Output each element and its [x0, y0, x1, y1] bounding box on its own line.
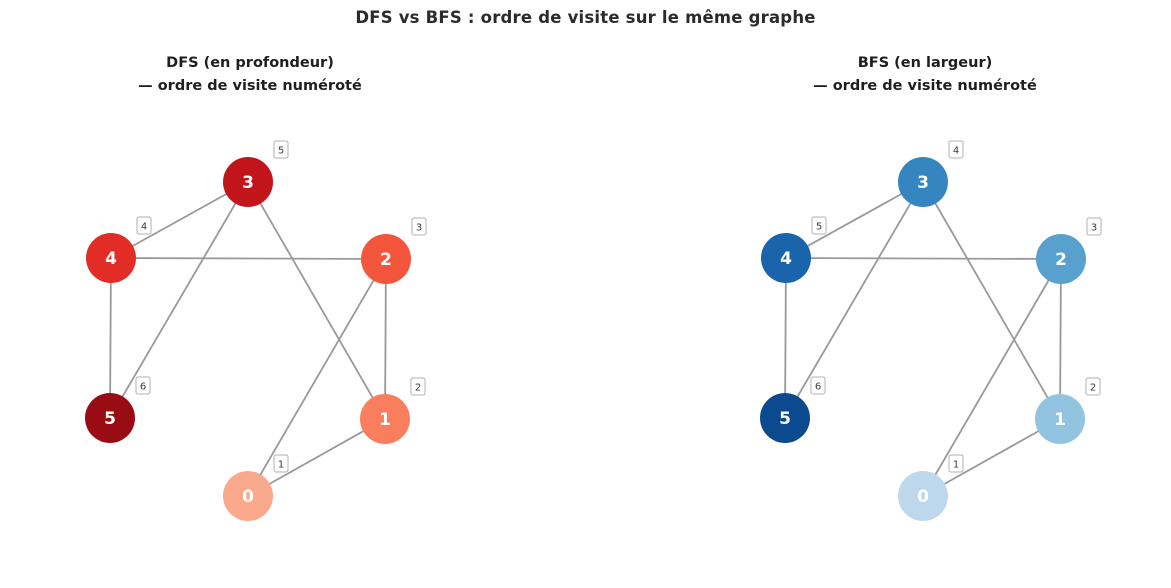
dfs-visit-order-box-0 — [273, 454, 289, 473]
bfs-node-label-0: 0 — [917, 487, 929, 507]
bfs-visit-order-box-3 — [948, 140, 964, 159]
bfs-visit-order-4: 5 — [816, 222, 822, 233]
bfs-node-5 — [760, 393, 810, 443]
dfs-node-label-4: 4 — [105, 249, 117, 269]
bfs-edge-4-5 — [784, 257, 787, 419]
bfs-panel-title: BFS (en largeur) — ordre de visite numér… — [675, 52, 1171, 98]
dfs-node-label-1: 1 — [379, 410, 391, 430]
bfs-edge-1-3 — [922, 181, 1061, 420]
figure-title: DFS vs BFS : ordre de visite sur le même… — [355, 8, 816, 27]
dfs-visit-order-box-5 — [135, 376, 151, 395]
dfs-node-5 — [85, 393, 135, 443]
bfs-graph: 0 1 2 3 4 5 1 2 3 4 5 6 — [760, 140, 1102, 521]
dfs-edge-2-4 — [110, 257, 387, 260]
dfs-node-label-5: 5 — [104, 409, 116, 429]
dfs-edge-1-2 — [384, 258, 387, 420]
dfs-panel-title-line2: — ordre de visite numéroté — [138, 78, 362, 94]
bfs-edge-0-2 — [922, 258, 1062, 497]
bfs-node-0 — [898, 471, 948, 521]
bfs-visit-order-3: 4 — [953, 146, 959, 157]
dfs-node-label-0: 0 — [242, 487, 254, 507]
bfs-node-4 — [761, 233, 811, 283]
dfs-node-1 — [360, 394, 410, 444]
bfs-edge-2-4 — [785, 257, 1062, 260]
dfs-visit-order-box-1 — [410, 377, 426, 396]
dfs-node-label-2: 2 — [380, 250, 392, 270]
bfs-node-1 — [1035, 394, 1085, 444]
bfs-visit-order-box-2 — [1086, 217, 1102, 236]
bfs-visit-order-box-0 — [948, 454, 964, 473]
bfs-visit-order-box-5 — [810, 376, 826, 395]
dfs-edge-0-1 — [247, 418, 386, 497]
dfs-visit-order-box-2 — [411, 217, 427, 236]
dfs-visit-order-0: 1 — [278, 460, 284, 471]
dfs-node-0 — [223, 471, 273, 521]
dfs-node-4 — [86, 233, 136, 283]
bfs-visit-order-0: 1 — [953, 460, 959, 471]
dfs-edge-3-4 — [110, 181, 249, 259]
dfs-visit-order-3: 5 — [278, 146, 284, 157]
dfs-visit-order-box-4 — [136, 216, 152, 235]
dfs-node-2 — [361, 234, 411, 284]
bfs-node-label-5: 5 — [779, 409, 791, 429]
dfs-edge-1-3 — [247, 181, 386, 420]
bfs-visit-order-box-1 — [1085, 377, 1101, 396]
bfs-node-2 — [1036, 234, 1086, 284]
dfs-edge-4-5 — [109, 257, 112, 419]
dfs-visit-order-4: 4 — [141, 222, 147, 233]
dfs-visit-order-box-3 — [273, 140, 289, 159]
bfs-node-label-3: 3 — [917, 173, 929, 193]
dfs-edge-0-2 — [247, 258, 387, 497]
bfs-node-label-2: 2 — [1055, 250, 1067, 270]
bfs-visit-order-2: 3 — [1091, 223, 1097, 234]
dfs-visit-order-1: 2 — [415, 383, 421, 394]
dfs-graph: 0 1 2 3 4 5 1 2 3 5 4 6 — [85, 140, 427, 521]
bfs-node-3 — [898, 157, 948, 207]
bfs-node-label-4: 4 — [780, 249, 792, 269]
bfs-panel-title-line2: — ordre de visite numéroté — [813, 78, 1037, 94]
dfs-node-label-3: 3 — [242, 173, 254, 193]
bfs-edge-1-2 — [1059, 258, 1062, 420]
dfs-node-3 — [223, 157, 273, 207]
dfs-panel-title-line1: DFS (en profondeur) — [166, 55, 334, 71]
bfs-edge-3-4 — [785, 181, 924, 259]
dfs-visit-order-5: 6 — [140, 382, 146, 393]
bfs-panel-title-line1: BFS (en largeur) — [857, 55, 993, 71]
bfs-edge-3-5 — [784, 181, 924, 419]
dfs-edge-3-5 — [109, 181, 249, 419]
bfs-visit-order-box-4 — [811, 216, 827, 235]
dfs-panel-title: DFS (en profondeur) — ordre de visite nu… — [0, 52, 500, 98]
bfs-visit-order-1: 2 — [1090, 383, 1096, 394]
bfs-edge-0-1 — [922, 418, 1061, 497]
dfs-visit-order-2: 3 — [416, 223, 422, 234]
bfs-node-label-1: 1 — [1054, 410, 1066, 430]
bfs-visit-order-5: 6 — [815, 382, 821, 393]
